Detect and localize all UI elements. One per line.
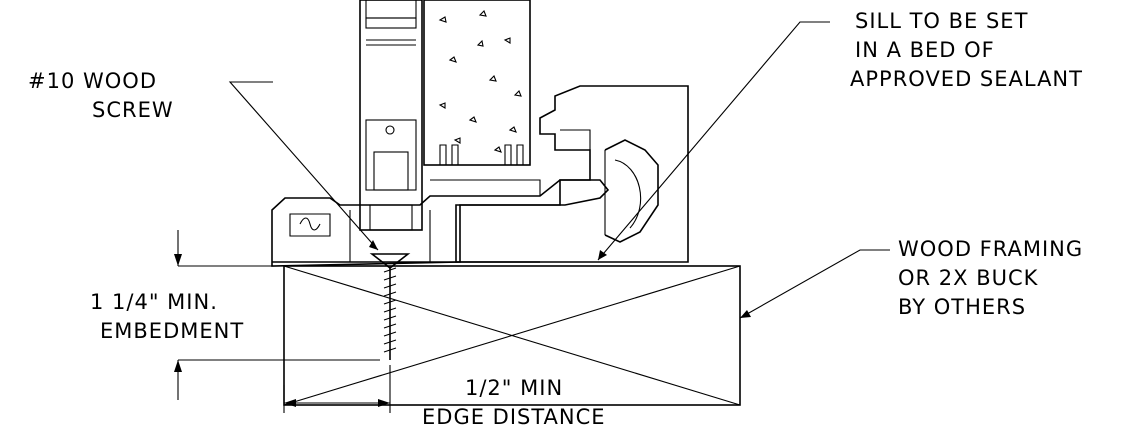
sealant-note-line1: SILL TO BE SET [855, 9, 1028, 33]
edge-note-line2: EDGE DISTANCE [422, 405, 606, 429]
screw-note-line2: SCREW [92, 98, 174, 122]
window-frame [359, 0, 423, 231]
sill-profile [271, 129, 610, 267]
embedment-note-line2: EMBEDMENT [100, 319, 244, 343]
screw-note-line1: #10 WOOD [28, 69, 157, 93]
leader-lines [228, 21, 890, 319]
wood-screw [369, 253, 411, 360]
framing-note-line3: BY OTHERS [898, 295, 1026, 319]
embedment-dimension [174, 230, 380, 400]
framing-note-line2: OR 2X BUCK [898, 266, 1039, 290]
edge-distance-dimension [283, 365, 391, 413]
framing-note-line1: WOOD FRAMING [898, 237, 1083, 261]
sill-wood [455, 85, 689, 263]
sealant-note-line3: APPROVED SEALANT [850, 67, 1083, 91]
sealant-note-line2: IN A BED OF [855, 38, 995, 62]
glass-infill [423, 0, 531, 166]
wood-buck [283, 265, 741, 406]
embedment-note-line1: 1 1/4" MIN. [90, 290, 218, 314]
edge-note-line1: 1/2" MIN [465, 376, 563, 400]
